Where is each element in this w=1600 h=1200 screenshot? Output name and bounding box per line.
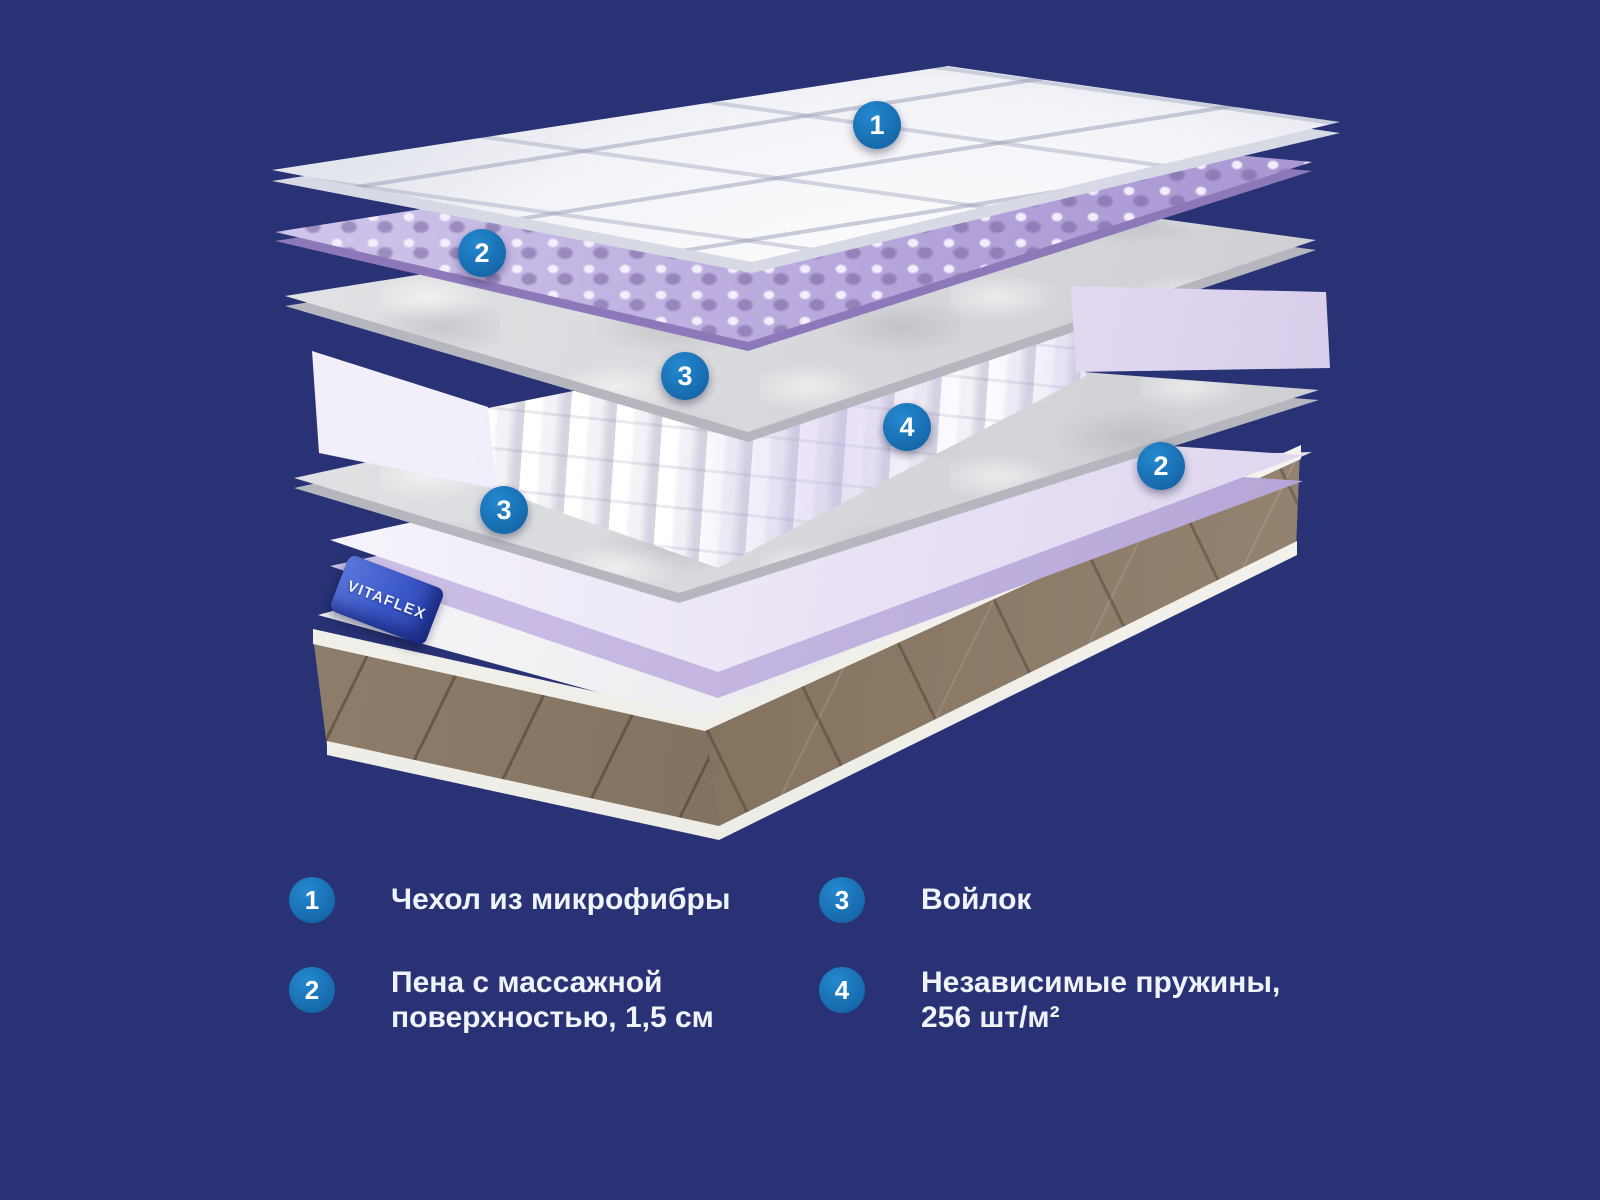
- legend-text-felt: Войлок: [921, 882, 1031, 917]
- callout-badge-springs: 4: [883, 403, 931, 451]
- legend-badge-1: 1: [289, 877, 335, 923]
- callout-badge-felt-lower: 3: [480, 486, 528, 534]
- legend-line: Независимые пружины,: [921, 966, 1281, 999]
- brand-tag-label: VITAFLEX: [345, 577, 429, 623]
- legend-item-felt: 3 Войлок: [819, 877, 1031, 923]
- legend-line: Чехол из микрофибры: [391, 883, 731, 916]
- legend-badge-2: 2: [289, 967, 335, 1013]
- legend-line: Войлок: [921, 883, 1032, 916]
- legend-item-springs: 4 Независимые пружины, 256 шт/м²: [819, 965, 1280, 1035]
- legend-line: 256 шт/м²: [921, 1001, 1060, 1034]
- legend-line: Пена с массажной: [391, 966, 663, 999]
- callout-badge-foam-lower: 2: [1137, 442, 1185, 490]
- callout-badge-felt-upper: 3: [661, 352, 709, 400]
- legend-item-cover: 1 Чехол из микрофибры: [289, 877, 730, 923]
- legend-badge-4: 4: [819, 967, 865, 1013]
- legend-text-foam: Пена с массажной поверхностью, 1,5 см: [391, 965, 714, 1035]
- legend-line: поверхностью, 1,5 см: [391, 1001, 714, 1034]
- callout-badge-foam-upper: 2: [458, 229, 506, 277]
- callout-badge-cover: 1: [853, 101, 901, 149]
- legend-item-foam: 2 Пена с массажной поверхностью, 1,5 см: [289, 965, 714, 1035]
- legend-badge-3: 3: [819, 877, 865, 923]
- legend-text-cover: Чехол из микрофибры: [391, 882, 730, 917]
- legend-text-springs: Независимые пружины, 256 шт/м²: [921, 965, 1280, 1035]
